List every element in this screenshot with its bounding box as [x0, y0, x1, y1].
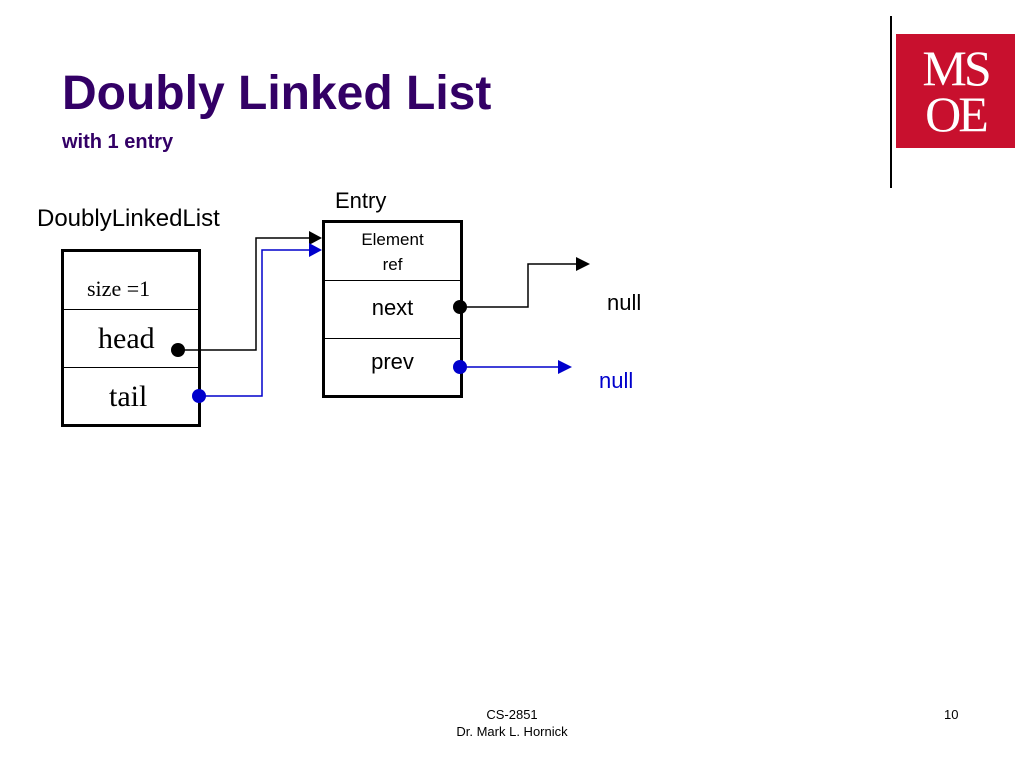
logo-text-top: MS [922, 40, 991, 96]
size-field: size =1 [87, 276, 151, 301]
next-link-arrowhead [576, 257, 590, 271]
next-pointer-dot [453, 300, 467, 314]
prev-null-label: null [599, 368, 634, 393]
footer-course: CS-2851 [486, 707, 538, 722]
entry-label: Entry [335, 188, 387, 213]
msoe-logo: MS OE [896, 34, 1015, 148]
logo-divider [890, 16, 892, 188]
head-pointer-dot [171, 343, 185, 357]
tail-link-line [199, 249, 312, 397]
tail-pointer-dot [192, 389, 206, 403]
element-ref-line1: Element [361, 230, 424, 249]
logo-text-bottom: OE [925, 86, 989, 142]
next-link-line [460, 263, 578, 308]
list-box-divider [64, 309, 198, 310]
list-box-divider [64, 367, 198, 368]
prev-pointer-dot [453, 360, 467, 374]
entry-box-divider [325, 338, 460, 339]
entry-box-divider [325, 280, 460, 281]
entry-node-box: Element ref next prev [322, 220, 463, 398]
prev-link-arrowhead [558, 360, 572, 374]
head-field: head [98, 322, 155, 355]
footer-author: Dr. Mark L. Hornick [456, 724, 568, 739]
slide-subtitle: with 1 entry [62, 131, 174, 153]
slide-title: Doubly Linked List [62, 67, 492, 120]
head-link-line [178, 237, 312, 351]
prev-field: prev [371, 349, 414, 374]
tail-link-arrowhead [309, 243, 322, 257]
next-field: next [371, 295, 414, 320]
tail-field: tail [109, 380, 148, 413]
doubly-linked-list-label: DoublyLinkedList [37, 205, 220, 232]
element-ref-line2: ref [382, 255, 403, 274]
list-node-box: size =1 head tail [61, 249, 201, 427]
next-null-label: null [607, 290, 642, 315]
head-link-arrowhead [309, 231, 322, 245]
page-number: 10 [944, 707, 959, 722]
